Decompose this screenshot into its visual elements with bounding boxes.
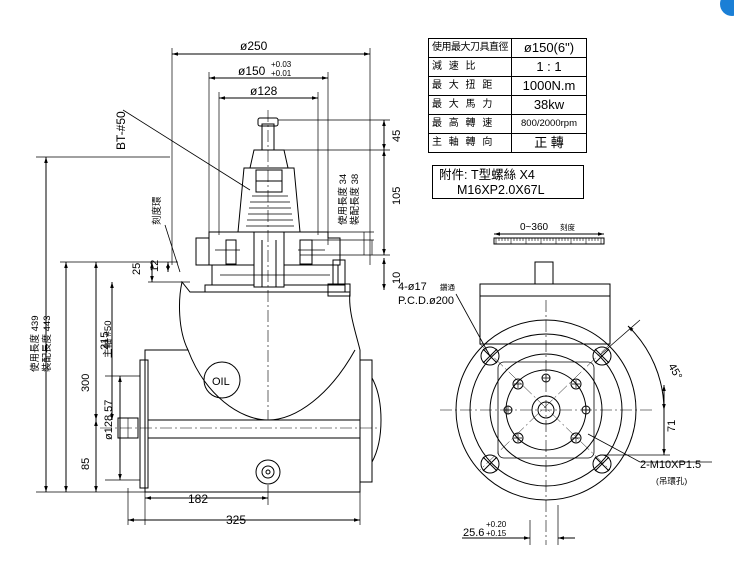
note-line1: 附件: T型螺絲 X4 (439, 168, 535, 182)
spec-value: 800/2000rpm (511, 114, 587, 134)
tapped-hole (570, 378, 582, 390)
dim-25-6-tol-bot: +0.15 (486, 529, 507, 538)
dim-25: 25 (131, 263, 143, 275)
dim-325: 325 (226, 513, 246, 527)
dim-25-6: 25.6 (463, 527, 484, 539)
spec-row: 主 軸 轉 向正 轉 (428, 133, 587, 153)
label-spindle50: 主軸 #50 (102, 321, 114, 359)
spec-value: 1000N.m (511, 76, 587, 96)
dim-d128-57: ø128.57 (103, 400, 115, 440)
dim-d150-tol-bot: +0.01 (271, 69, 292, 78)
dim-d150-tol-top: +0.03 (271, 60, 292, 69)
dim-25-6-tol-top: +0.20 (486, 520, 507, 529)
spec-label: 主 軸 轉 向 (428, 133, 512, 153)
spec-value: ø150(6") (511, 38, 587, 58)
corner-indicator (720, 0, 734, 16)
spec-label: 減 速 比 (428, 57, 512, 77)
label-m10: 2-M10XP1.5 (640, 459, 701, 471)
accessory-note: 附件: T型螺絲 X4 M16XP2.0X67L (432, 165, 584, 199)
bolt-hole (480, 346, 500, 366)
label-bt50: BT-#50 (114, 111, 128, 150)
dim-85: 85 (80, 458, 92, 470)
dim-install-38: 裝配長度 38 (349, 174, 361, 225)
label-oil: OIL (212, 376, 230, 388)
label-holes: 4-ø17 (398, 281, 427, 293)
dim-d150: ø150 (238, 64, 266, 78)
spec-label: 使用最大刀具直徑 (428, 38, 512, 58)
spec-value: 1 : 1 (511, 57, 587, 77)
tapped-hole (512, 378, 524, 390)
dim-10: 10 (391, 272, 403, 284)
spec-label: 最 大 馬 力 (428, 95, 512, 115)
note-line2: M16XP2.0X67L (457, 183, 545, 197)
dim-71: 71 (666, 420, 678, 432)
label-pcd: P.C.D.ø200 (398, 295, 454, 307)
dim-300: 300 (80, 374, 92, 392)
bolt-hole-cross (594, 456, 610, 472)
tapped-hole-cross (572, 434, 580, 442)
tapped-hole-cross (504, 406, 512, 414)
front-view: 0~360 刻度 4-ø17 鑽通 P.C.D.ø200 (398, 222, 712, 545)
spec-value: 38kw (511, 95, 587, 115)
label-lift: (吊環孔) (656, 476, 687, 486)
spec-label: 最 大 扭 距 (428, 76, 512, 96)
tapped-hole (570, 432, 582, 444)
tapped-hole-cross (572, 380, 580, 388)
label-angle45: 45° (665, 362, 684, 382)
dim-use-439: 使用長度 439 (29, 316, 41, 373)
spec-label: 最 高 轉 速 (428, 114, 512, 134)
dim-install-443: 裝配長度 443 (41, 316, 53, 373)
dim-use-34: 使用長度 34 (337, 174, 349, 225)
dim-105: 105 (391, 187, 403, 205)
tapped-hole-cross (514, 380, 522, 388)
bolt-hole (480, 454, 500, 474)
tapped-hole-cross (582, 406, 590, 414)
dim-12: 12 (149, 260, 161, 272)
dim-182: 182 (188, 492, 208, 506)
bolt-hole-cross (594, 348, 610, 364)
dim-215: 215 (99, 332, 111, 350)
tapped-hole (512, 432, 524, 444)
dim-d128: ø128 (250, 84, 278, 98)
label-holes-sub: 鑽通 (440, 282, 455, 292)
dim-d250: ø250 (240, 39, 268, 53)
label-deg-scale: 0~360 (520, 222, 549, 233)
dim-45: 45 (391, 130, 403, 142)
bolt-hole-cross (482, 456, 498, 472)
side-view: ø250 ø150 +0.03 +0.01 ø128 BT-#50 45 105… (29, 39, 403, 527)
tapped-hole-cross (514, 434, 522, 442)
spec-value: 正 轉 (511, 133, 587, 153)
tapped-hole-cross (542, 374, 550, 382)
label-deg-unit: 刻度 (560, 222, 575, 232)
label-scale-ring: 刻度環 (151, 196, 163, 225)
bolt-hole (592, 346, 612, 366)
